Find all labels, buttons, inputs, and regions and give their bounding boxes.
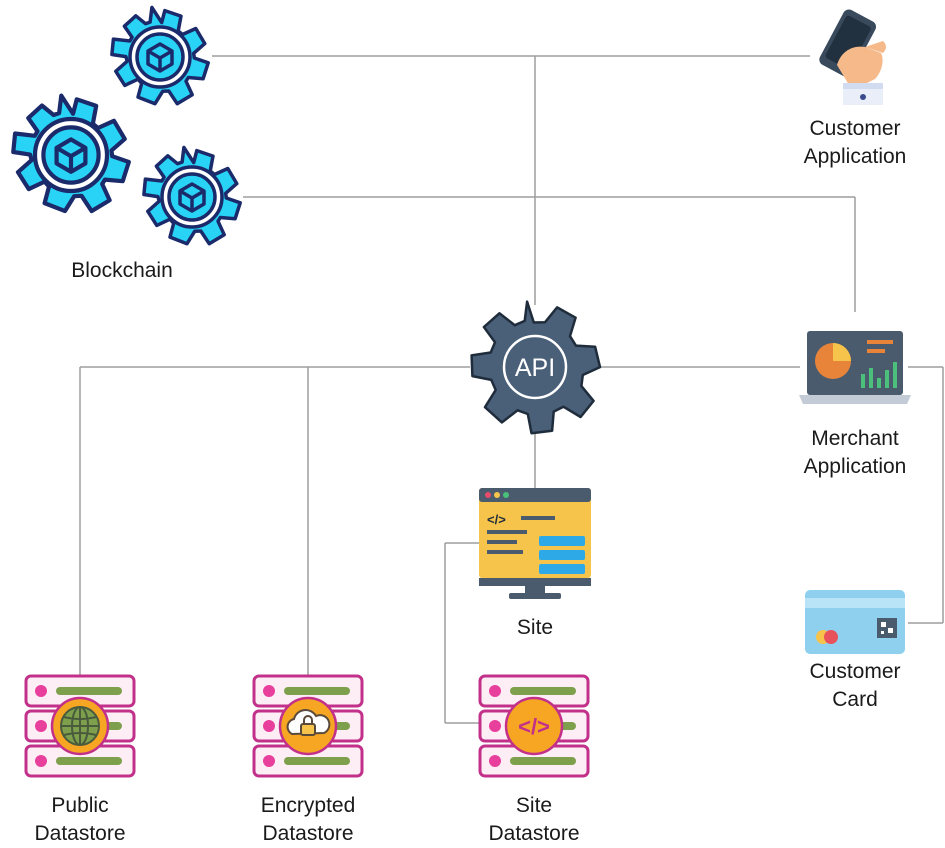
site-datastore-label: Site Datastore (434, 792, 634, 848)
api-gear-icon: API (470, 300, 602, 435)
gear-cube-icon (13, 96, 129, 211)
encrypted-datastore-label-line2: Datastore (262, 822, 354, 845)
customer-application-label: Customer Application (755, 115, 945, 171)
gear-cube-icon (142, 145, 242, 246)
locked-cloud-server-icon (252, 674, 364, 778)
connector-lines (79, 55, 944, 724)
credit-card-icon (805, 590, 905, 654)
globe-server-icon (24, 674, 136, 778)
encrypted-datastore-label-line1: Encrypted (260, 794, 356, 817)
public-datastore-label-line2: Datastore (34, 822, 126, 845)
customer-application-label-line2: Application (803, 145, 907, 168)
merchant-application-label: Merchant Application (755, 425, 945, 481)
blockchain-label: Blockchain (71, 259, 173, 282)
customer-card-label-line2: Card (832, 688, 878, 711)
blockchain-icon (13, 5, 242, 246)
merchant-application-label-line1: Merchant (811, 427, 899, 450)
site-datastore-label-line2: Datastore (488, 822, 580, 845)
phone-in-hand-icon (819, 9, 886, 105)
customer-card-label-line1: Customer (809, 660, 901, 683)
encrypted-datastore-label: Encrypted Datastore (208, 792, 408, 848)
public-datastore-label: Public Datastore (0, 792, 160, 848)
svg-text:</>: </> (518, 714, 550, 739)
laptop-dashboard-icon (799, 331, 911, 404)
code-monitor-icon: </> (479, 488, 591, 599)
gear-cube-icon (110, 5, 210, 106)
customer-card-label: Customer Card (755, 658, 945, 714)
svg-text:</>: </> (487, 512, 506, 527)
site-datastore-label-line1: Site (515, 794, 553, 817)
merchant-application-label-line2: Application (803, 455, 907, 478)
public-datastore-label-line1: Public (51, 794, 109, 817)
site-label: Site (516, 616, 554, 639)
api-label: API (515, 354, 555, 382)
code-server-icon: </> (478, 674, 590, 778)
customer-application-label-line1: Customer (809, 117, 901, 140)
